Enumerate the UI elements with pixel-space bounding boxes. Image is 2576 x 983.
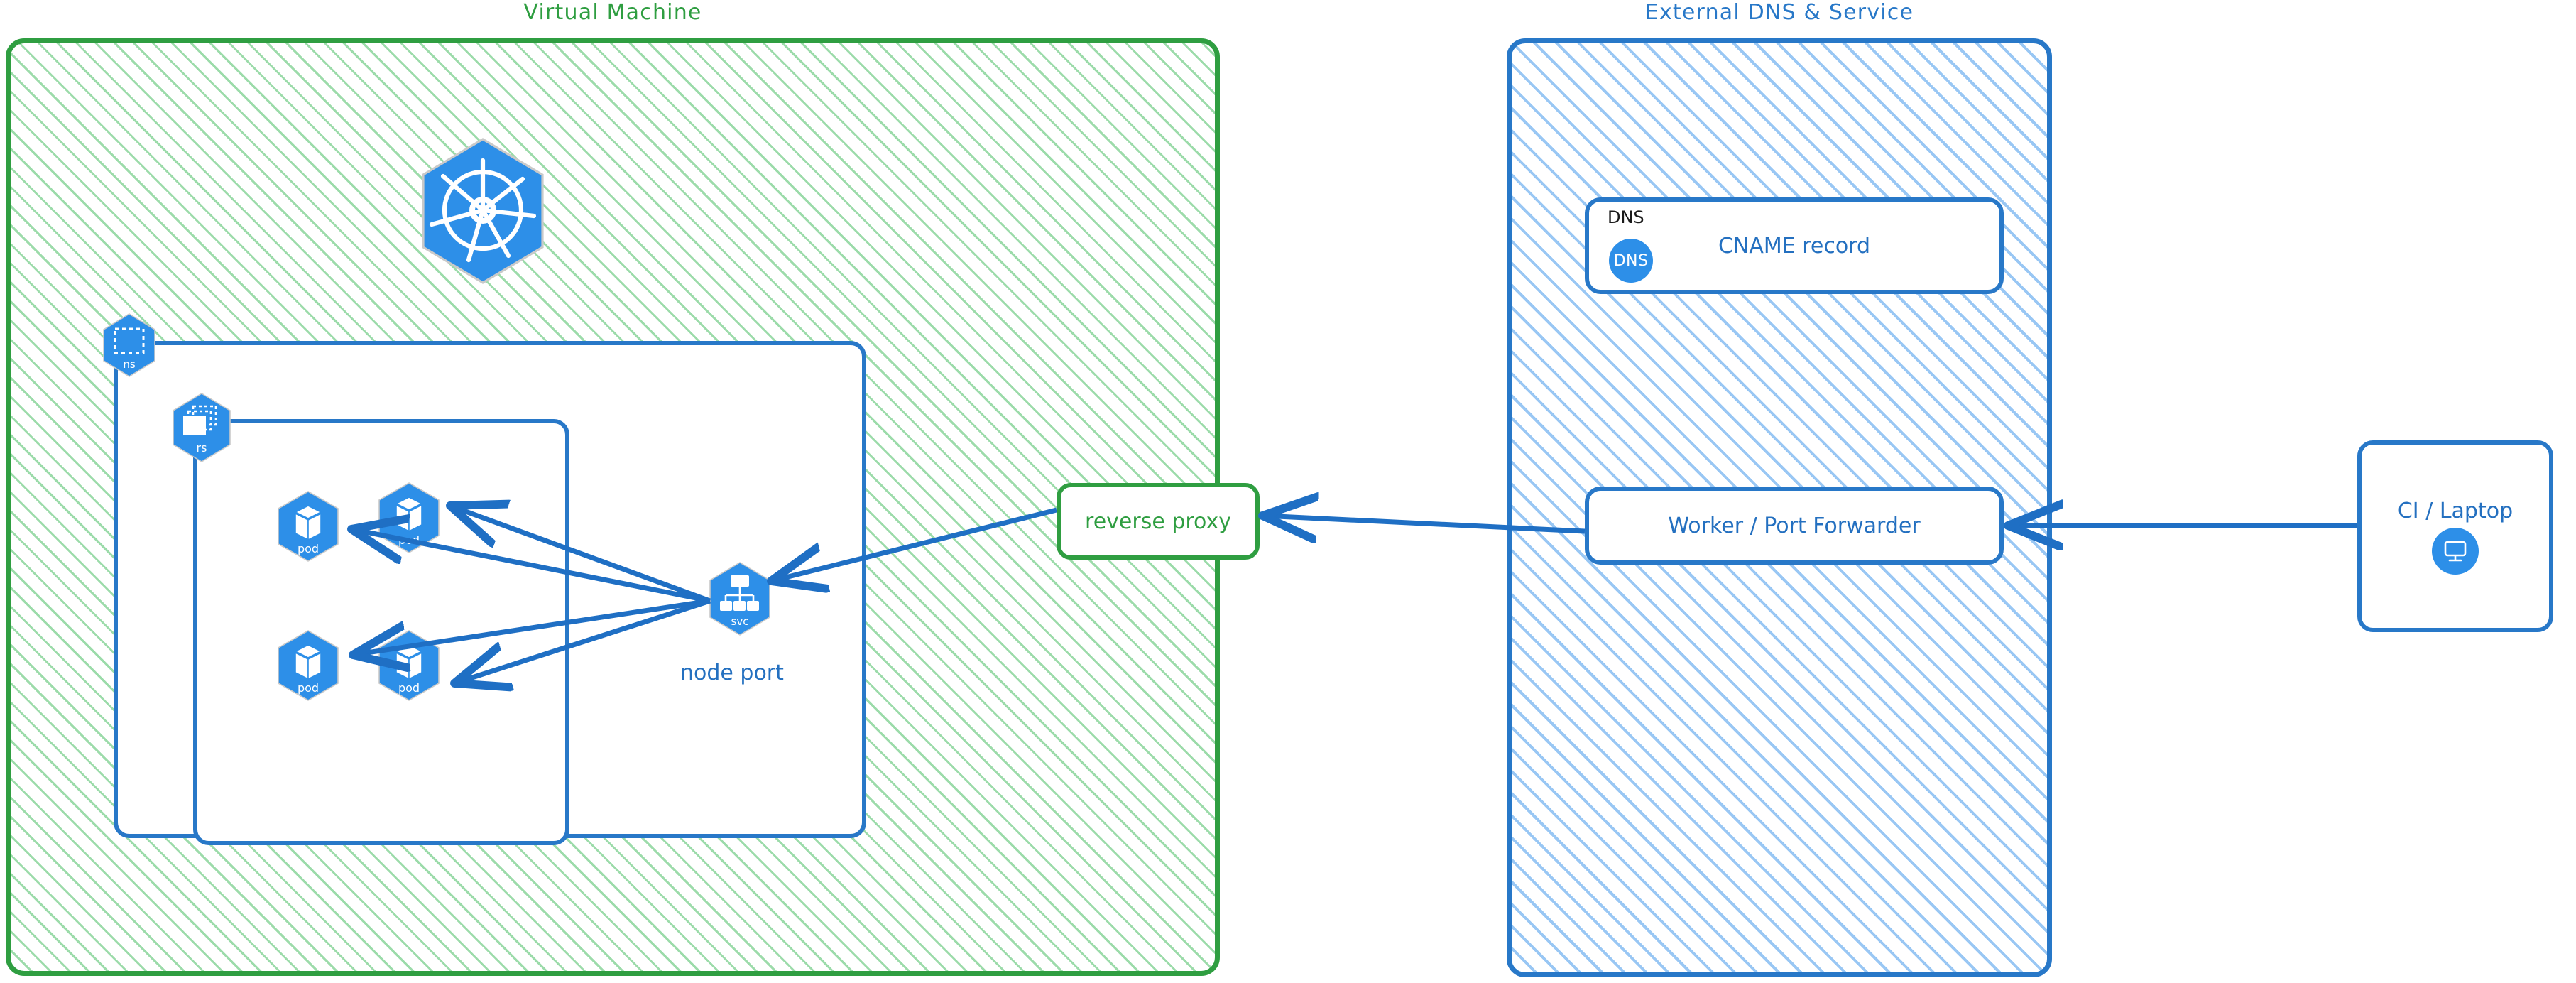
dns-record-box[interactable]: DNS DNS CNAME record [1585,197,2004,294]
virtual-machine-title: Virtual Machine [523,0,702,25]
ci-laptop-label: CI / Laptop [2397,498,2514,523]
pod-icon: pod [274,490,342,564]
service-icon: svc [704,561,775,638]
pod-icon: pod [375,482,443,555]
kubernetes-wheel-icon [412,136,554,286]
svg-text:pod: pod [298,681,319,695]
worker-port-forwarder-box[interactable]: Worker / Port Forwarder [1585,487,2004,565]
cname-record-label: CNAME record [1718,233,1871,259]
reverse-proxy-label: reverse proxy [1085,509,1231,534]
svg-text:svc: svc [731,615,749,628]
pod-icon: pod [375,629,443,703]
svg-text:pod: pod [298,542,319,555]
namespace-icon: ns [99,313,159,378]
dns-circle-icon: DNS [1609,239,1653,283]
ci-laptop-box[interactable]: CI / Laptop [2357,440,2553,632]
svg-text:ns: ns [123,358,136,371]
worker-port-forwarder-label: Worker / Port Forwarder [1668,513,1921,538]
svg-text:pod: pod [398,533,420,547]
external-dns-service-title: External DNS & Service [1644,0,1914,25]
svg-text:pod: pod [398,681,420,695]
node-port-caption: node port [680,661,784,685]
replicaset-icon: rs [169,392,234,463]
svg-text:rs: rs [197,441,207,455]
pod-icon: pod [274,629,342,703]
desktop-monitor-icon [2432,527,2479,575]
dns-box-caption: DNS [1608,207,1644,227]
reverse-proxy-box[interactable]: reverse proxy [1057,483,1260,560]
